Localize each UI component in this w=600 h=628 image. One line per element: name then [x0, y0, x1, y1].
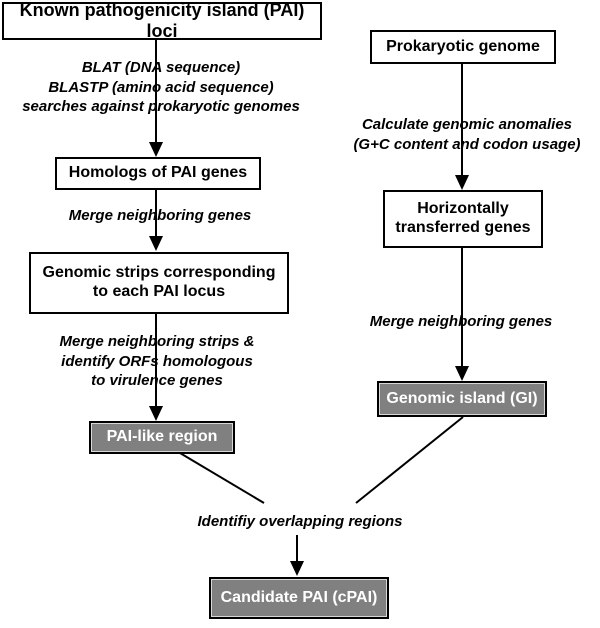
prokaryotic-genome-box: Prokaryotic genome [370, 30, 556, 64]
genomic-island-box: Genomic island (GI) [377, 381, 547, 417]
converge-gi-line [355, 416, 464, 504]
homologs-of-pai-genes-box: Homologs of PAI genes [55, 157, 261, 190]
arrow-strips-to-pai-like [149, 314, 163, 421]
merge-strips-label: Merge neighboring strips & identify ORFs… [59, 333, 255, 389]
horizontally-transferred-genes-box: Horizontally transferred genes [383, 190, 543, 248]
merge-genes-right-label: Merge neighboring genes [369, 313, 553, 330]
arrow-overlap-to-cpai [290, 535, 304, 576]
arrow-hgt-to-gi [455, 248, 469, 381]
calculate-anomalies-label: Calculate genomic anomalies (G+C content… [353, 116, 581, 153]
identify-overlapping-label: Identifiy overlapping regions [150, 512, 450, 532]
converge-pai-like-line [179, 452, 265, 504]
arrow-known-to-homologs [149, 40, 163, 157]
arrow-homologs-to-strips [149, 190, 163, 251]
pai-like-region-box: PAI-like region [89, 421, 235, 454]
known-pai-loci-box: Known pathogenicity island (PAI) loci [2, 0, 322, 41]
merge-genes-left-label: Merge neighboring genes [68, 207, 252, 224]
arrow-genome-to-hgt [455, 64, 469, 190]
blat-blastp-label: BLAT (DNA sequence) BLASTP (amino acid s… [22, 59, 300, 115]
genomic-strips-box: Genomic strips corresponding to each PAI… [29, 252, 289, 314]
candidate-pai-box: Candidate PAI (cPAI) [209, 577, 389, 619]
